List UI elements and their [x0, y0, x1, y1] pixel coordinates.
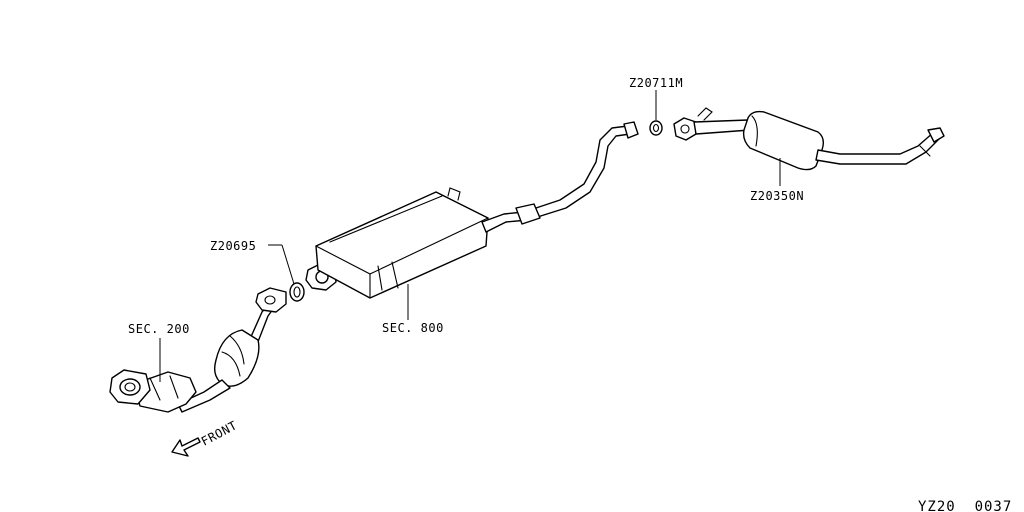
diagram-code: YZ20 0037 [918, 499, 1012, 512]
center-muffler-assembly [305, 121, 639, 299]
label-sec-200: SEC. 200 [128, 322, 190, 336]
main-muffler-assembly [673, 107, 945, 171]
label-z20695: Z20695 [210, 239, 256, 253]
label-z20711m: Z20711M [629, 76, 683, 90]
label-sec-800: SEC. 800 [382, 321, 444, 335]
label-front: FRONT [199, 418, 240, 448]
leader-lines [159, 90, 781, 382]
front-tube-catalytic-converter [109, 287, 287, 413]
gasket-z20695 [289, 282, 305, 302]
front-arrow-icon [171, 437, 201, 457]
label-z20350n: Z20350N [750, 189, 804, 203]
gasket-z20711m [649, 120, 663, 136]
